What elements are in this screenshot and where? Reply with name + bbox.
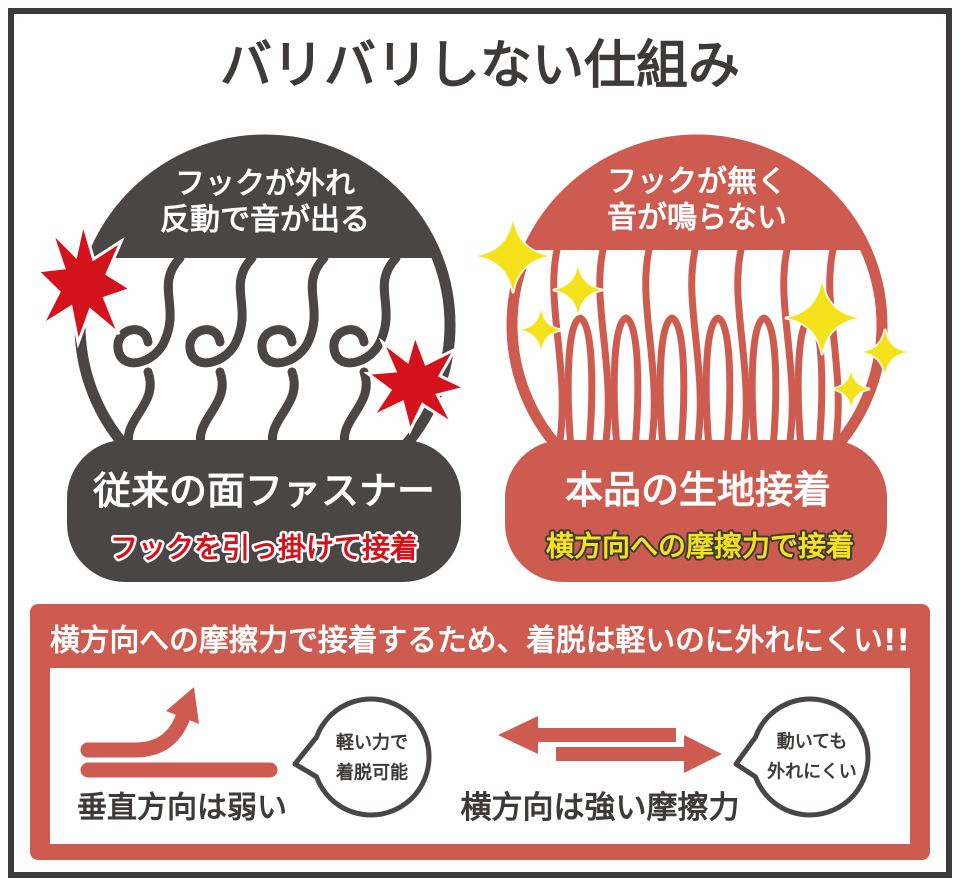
speech-bubble-icon: 動いても 外れにくい <box>733 696 871 818</box>
horizontal-bubble-line1: 動いても <box>777 731 848 753</box>
conventional-fastener-panel: フックが外れ 反動で音が出る 従来の面ファスナー フックを引っ掛けて接着 <box>34 134 470 582</box>
curved-up-arrow-icon <box>80 687 278 778</box>
page-title: バリバリしない仕組み <box>220 36 740 96</box>
vertical-caption: 垂直方向は弱い <box>77 791 287 826</box>
vertical-bubble-line2: 着脱可能 <box>335 762 408 784</box>
sparkle-icon <box>475 218 551 294</box>
horizontal-bubble <box>733 696 871 818</box>
conventional-caption-cap <box>92 140 438 258</box>
curved-arrow-head <box>166 687 199 724</box>
product-caption-line2: 音が鳴らない <box>607 201 787 236</box>
left-arrow <box>498 716 676 754</box>
product-label-pill <box>505 440 887 582</box>
hook-fiber <box>329 253 401 368</box>
fabric-loop <box>610 314 642 452</box>
sparkle-icon <box>519 308 563 352</box>
fabric-strand <box>826 246 842 452</box>
conventional-caption-line2: 反動で音が出る <box>160 203 370 238</box>
summary-headline: 横方向への摩擦力で接着するため、着脱は軽いのに外れにくい!! <box>50 624 910 659</box>
fabric-loop <box>748 314 780 452</box>
fabric-loop <box>702 314 734 452</box>
product-caption-cap <box>527 140 867 250</box>
curved-arrow-shaft <box>80 709 191 758</box>
fabric-strand <box>734 246 750 452</box>
product-label: 本品の生地接着 <box>565 468 831 512</box>
fabric-loop <box>656 314 688 452</box>
conventional-caption-line1: フックが外れ <box>175 167 355 202</box>
loop-fiber <box>123 367 155 453</box>
hook-fiber <box>113 253 185 368</box>
product-caption-line1: フックが無く <box>607 165 787 200</box>
sparkle-icon <box>552 264 604 316</box>
hook-fibers <box>113 253 401 453</box>
product-sublabel: 横方向への摩擦力で接着 <box>546 530 854 563</box>
burst-icon <box>34 222 135 349</box>
product-adhesion-panel: フックが無く 音が鳴らない 本品の生地接着 横方向への摩擦力で接着 <box>475 134 909 582</box>
summary-box: 横方向への摩擦力で接着するため、着脱は軽いのに外れにくい!! 垂直方向は弱い 軽… <box>30 604 930 860</box>
fabric-strand <box>688 246 704 452</box>
hook-fiber <box>185 253 257 368</box>
horizontal-caption: 横方向は強い摩擦力 <box>461 790 740 826</box>
conventional-label: 従来の面ファスナー <box>92 469 435 513</box>
sparkle-icon <box>861 328 909 376</box>
loop-fiber <box>267 367 299 453</box>
fabric-strand <box>780 246 796 452</box>
sparkle-icon <box>784 280 860 356</box>
fabric-strand <box>642 246 658 452</box>
loop-fiber <box>339 367 371 453</box>
hook-fiber <box>257 253 329 368</box>
speech-bubble-icon: 軽い力で 着脱可能 <box>292 696 432 818</box>
fabric-strand <box>596 246 612 452</box>
vertical-bubble <box>292 696 432 818</box>
left-right-arrows-icon <box>498 716 722 773</box>
fabric-strand <box>550 246 566 452</box>
vertical-bubble-line1: 軽い力で <box>336 732 408 754</box>
loop-fiber <box>195 367 227 453</box>
fabric-fibers <box>550 246 842 452</box>
sparkle-icon <box>831 369 871 409</box>
horizontal-bubble-line2: 外れにくい <box>767 761 857 783</box>
burst-icon <box>363 330 470 436</box>
conventional-sublabel: フックを引っ掛けて接着 <box>110 532 418 565</box>
conventional-label-pill <box>67 440 461 582</box>
fabric-loop <box>564 314 596 452</box>
curved-arrow-tail <box>80 742 96 758</box>
right-arrow <box>556 735 722 773</box>
